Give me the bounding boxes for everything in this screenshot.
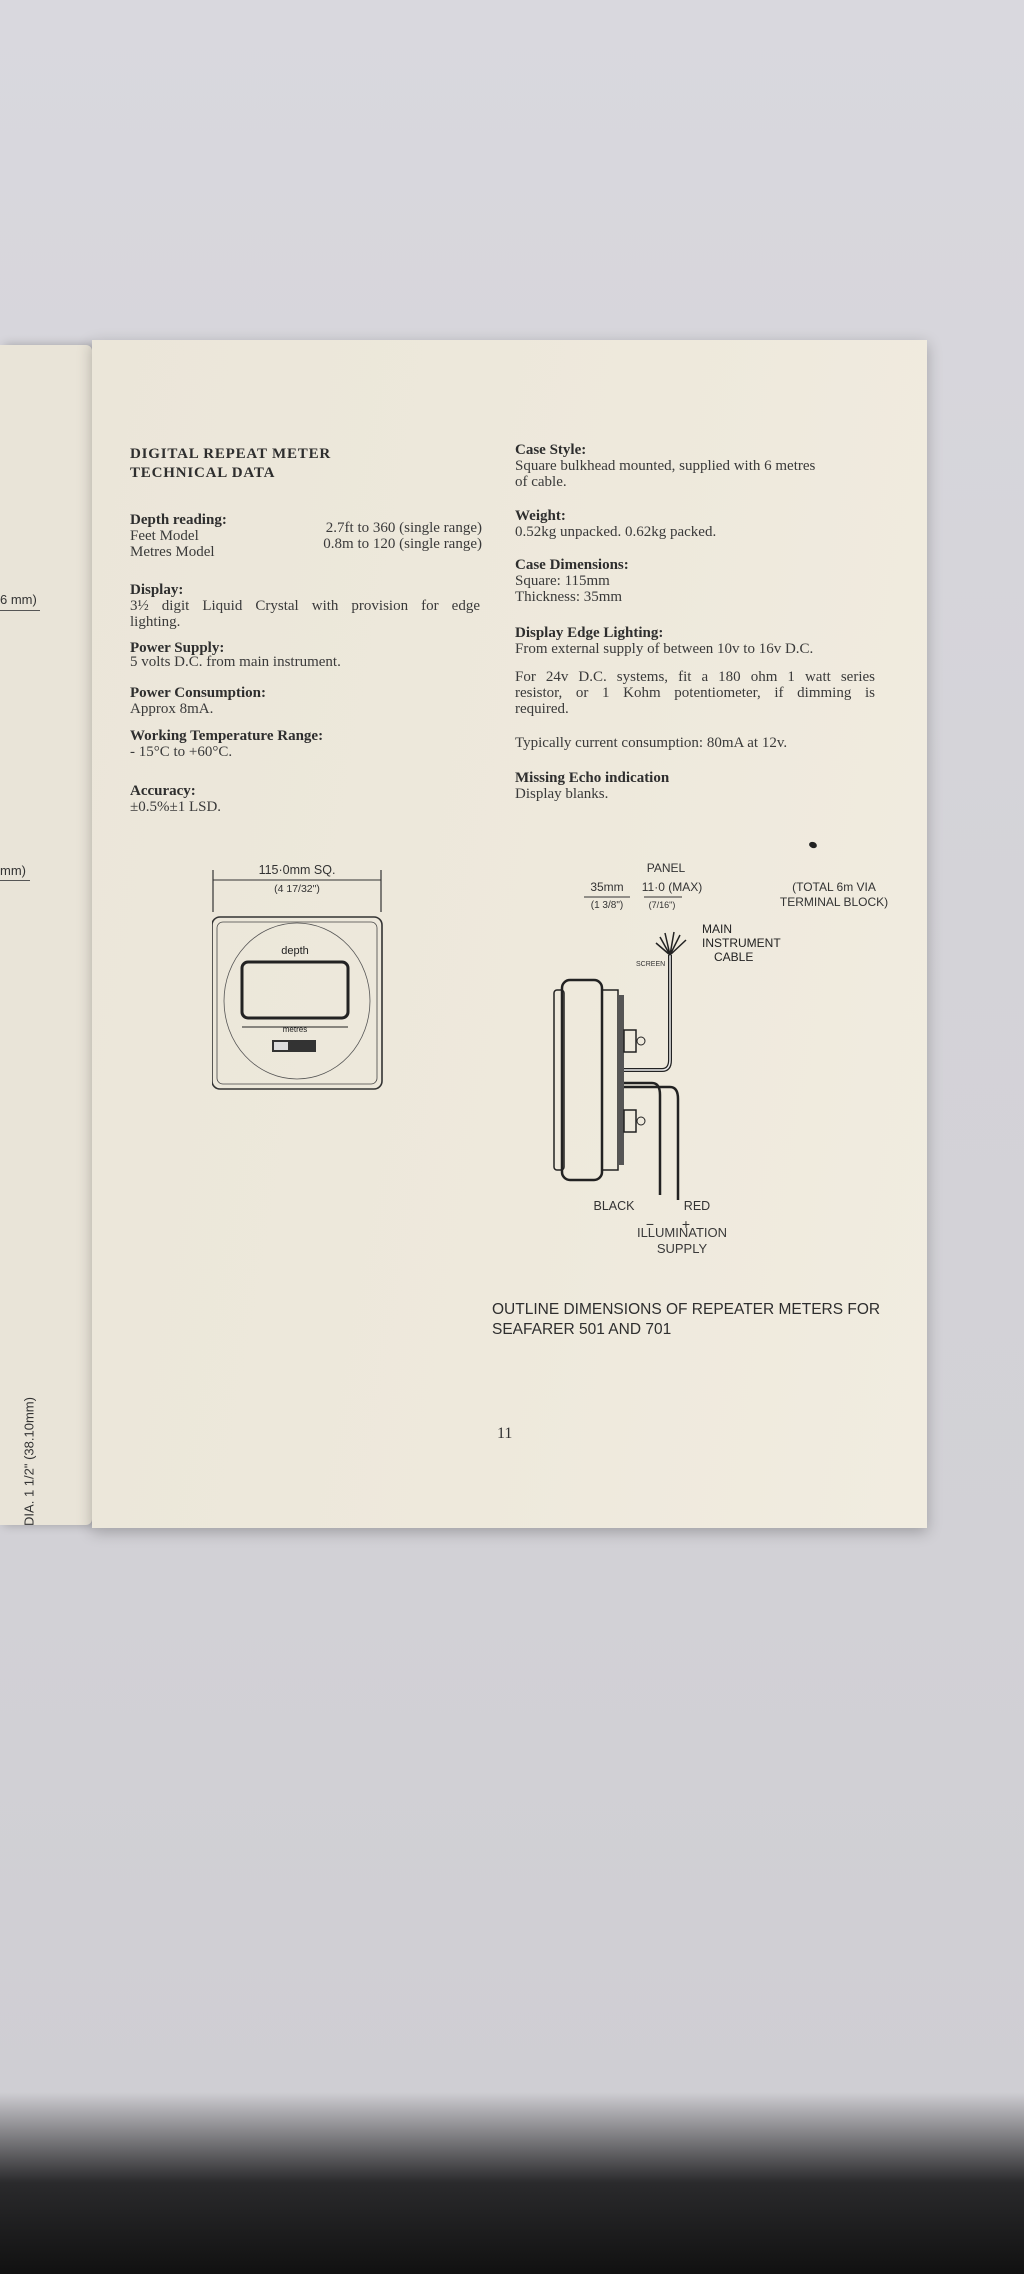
panel-max-label: 11·0 (MAX) [642, 880, 702, 894]
previous-page-dia-label: DIA. 1 1/2" (38.10mm) [21, 1397, 37, 1526]
temperature-text: - 15°C to +60°C. [130, 744, 233, 760]
meter-face-depth: depth [281, 945, 309, 957]
display-text: 3½ digit Liquid Crystal with provision f… [130, 598, 480, 614]
wiring-diagram: PANEL 11·0 (MAX) (7/16") 35mm (1 3/8") (… [553, 861, 888, 1232]
depth-heading: Depth reading: [130, 512, 227, 528]
title-line: DIGITAL REPEAT METER [130, 446, 332, 462]
weight-text: 0.52kg unpacked. 0.62kg packed. [515, 524, 717, 540]
black-wire-label: BLACK [594, 1199, 636, 1213]
main-cable-label: MAIN [702, 922, 732, 936]
feet-model-label: Feet Model [130, 528, 199, 544]
depth-dimension-inch: (1 3/8") [591, 900, 623, 911]
case-style-text: Square bulkhead mounted, supplied with 6… [515, 458, 816, 474]
24v-note: For 24v D.C. systems, fit a 180 ohm 1 wa… [515, 669, 875, 685]
positive-sign: + [682, 1216, 690, 1232]
display-text: lighting. [130, 614, 181, 630]
case-dimensions-heading: Case Dimensions: [515, 557, 629, 573]
typical-consumption: Typically current consumption: 80mA at 1… [515, 735, 788, 751]
illumination-label: ILLUMINATION [636, 1225, 728, 1240]
edge-lighting-text: From external supply of between 10v to 1… [515, 641, 814, 657]
illumination-label: SUPPLY [656, 1241, 708, 1256]
power-supply-text: 5 volts D.C. from main instrument. [130, 654, 341, 670]
panel-inch-label: (7/16") [649, 900, 676, 910]
meter-front-diagram: 115·0mm SQ. (4 17/32") depth metres [212, 863, 383, 1090]
ink-spot [808, 840, 818, 850]
weight-heading: Weight: [515, 508, 566, 524]
previous-page-fragment: mm) [0, 863, 26, 878]
negative-sign: − [646, 1216, 654, 1232]
24v-note: resistor, or 1 Kohm potentiometer, if di… [515, 685, 875, 701]
depth-dimension-label: 35mm [590, 880, 623, 894]
page-number: 11 [497, 1425, 513, 1442]
accuracy-heading: Accuracy: [130, 783, 196, 799]
case-style-heading: Case Style: [515, 442, 587, 458]
case-dimensions-thickness: Thickness: 35mm [515, 589, 623, 605]
screen-label: SCREEN [636, 961, 665, 968]
metres-model-label: Metres Model [130, 544, 215, 560]
case-style-text: of cable. [515, 474, 567, 490]
24v-note: required. [515, 701, 569, 717]
case-dimensions-square: Square: 115mm [515, 573, 610, 589]
missing-echo-heading: Missing Echo indication [515, 770, 670, 786]
accuracy-text: ±0.5%±1 LSD. [130, 799, 222, 815]
diagram-caption: OUTLINE DIMENSIONS OF REPEATER METERS FO… [492, 1300, 912, 1340]
display-heading: Display: [130, 582, 184, 598]
main-cable-label: CABLE [714, 950, 753, 964]
previous-page-underline [0, 610, 40, 611]
manual-page: DIGITAL REPEAT METER TECHNICAL DATA Dept… [92, 340, 927, 1528]
caption-line: SEAFARER 501 AND 701 [492, 1321, 672, 1338]
total-length-label: TERMINAL BLOCK) [780, 895, 888, 909]
temperature-heading: Working Temperature Range: [130, 728, 324, 744]
power-consumption-text: Approx 8mA. [130, 701, 214, 717]
meter-face-metres: metres [283, 1025, 307, 1034]
total-length-label: (TOTAL 6m VIA [792, 880, 876, 894]
page-title: DIGITAL REPEAT METER TECHNICAL DATA [130, 445, 331, 483]
main-cable-label: INSTRUMENT [702, 936, 781, 950]
power-consumption-heading: Power Consumption: [130, 685, 266, 701]
feet-range: 2.7ft to 360 (single range) [325, 520, 482, 536]
panel-label: PANEL [647, 861, 686, 875]
previous-page-underline [0, 880, 30, 881]
edge-lighting-heading: Display Edge Lighting: [515, 625, 664, 641]
red-wire-label: RED [684, 1199, 710, 1213]
previous-page: 6 mm) mm) DIA. 1 1/2" (38.10mm) [0, 345, 92, 1526]
previous-page-fragment: 6 mm) [0, 592, 37, 607]
metres-range: 0.8m to 120 (single range) [323, 536, 482, 552]
meter-size-inch: (4 17/32") [274, 883, 320, 895]
caption-line: OUTLINE DIMENSIONS OF REPEATER METERS FO… [492, 1301, 881, 1318]
power-supply-heading: Power Supply: [130, 640, 225, 656]
title-line: TECHNICAL DATA [130, 465, 276, 481]
meter-size-label: 115·0mm SQ. [259, 863, 336, 877]
missing-echo-text: Display blanks. [515, 786, 609, 802]
